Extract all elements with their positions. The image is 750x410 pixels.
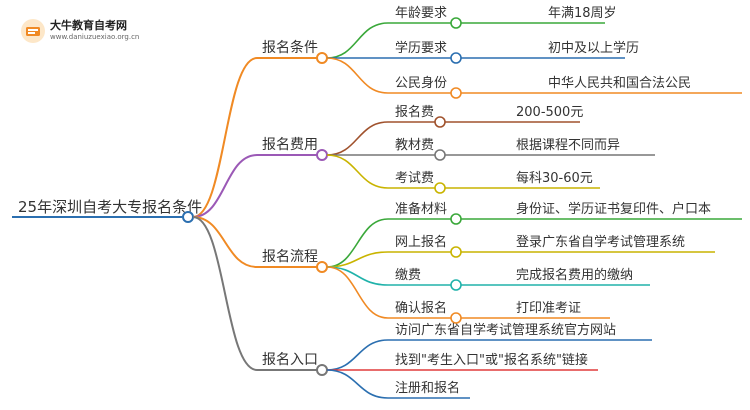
branch-node <box>316 261 328 273</box>
child-label: 缴费 <box>395 268 421 283</box>
child-connector <box>326 22 389 59</box>
branch-node <box>316 149 328 161</box>
logo: 大牛教育自考网 www.daniuzuexiao.org.cn <box>14 14 154 54</box>
branch-connector <box>192 154 258 218</box>
child-node <box>450 52 462 64</box>
branch-label: 报名条件 <box>262 39 318 56</box>
branch-connector <box>192 216 258 268</box>
branch-label: 报名入口 <box>262 352 318 368</box>
logo-title: 大牛教育自考网 <box>50 19 127 32</box>
value-label: 打印准考证 <box>516 301 581 316</box>
child-connector <box>326 57 389 94</box>
child-label: 准备材料 <box>395 201 447 217</box>
child-label: 注册和报名 <box>395 380 460 396</box>
child-label: 确认报名 <box>395 300 447 316</box>
child-connector <box>326 218 389 268</box>
value-label: 登录广东省自学考试管理系统 <box>516 234 685 250</box>
child-label: 访问广东省自学考试管理系统官方网站 <box>395 322 616 338</box>
value-label: 根据课程不同而异 <box>516 138 620 153</box>
logo-url: www.daniuzuexiao.org.cn <box>50 33 140 41</box>
child-label: 学历要求 <box>395 40 447 56</box>
child-node <box>450 279 462 291</box>
branch-label: 报名流程 <box>262 249 318 265</box>
value-label: 每科30-60元 <box>516 170 593 186</box>
value-label: 完成报名费用的缴纳 <box>516 267 633 283</box>
child-connector <box>326 339 389 371</box>
child-label: 考试费 <box>395 171 434 186</box>
child-connector <box>326 251 389 268</box>
branch-node <box>316 52 328 64</box>
branch-connector <box>192 57 258 218</box>
child-label: 找到"考生入口"或"报名系统"链接 <box>395 352 588 368</box>
value-label: 200-500元 <box>516 105 583 120</box>
child-node <box>434 116 446 128</box>
value-label: 身份证、学历证书复印件、户口本 <box>516 201 711 217</box>
child-connector <box>326 369 389 399</box>
child-connector <box>326 266 389 319</box>
child-label: 报名费 <box>395 104 434 120</box>
child-connector <box>326 266 389 286</box>
child-connector <box>326 121 389 156</box>
child-node <box>450 17 462 29</box>
child-node <box>450 246 462 258</box>
child-label: 网上报名 <box>395 234 447 250</box>
logo-icon <box>21 19 45 43</box>
branch-label: 报名费用 <box>262 137 318 153</box>
child-label: 年龄要求 <box>395 6 447 21</box>
child-node <box>434 182 446 194</box>
child-node <box>434 149 446 161</box>
root-node <box>182 211 194 223</box>
child-label: 教材费 <box>395 137 434 153</box>
child-node <box>450 87 462 99</box>
value-label: 初中及以上学历 <box>548 40 639 56</box>
branch-connector <box>192 216 258 371</box>
branch-node <box>316 364 328 376</box>
child-label: 公民身份 <box>395 75 447 91</box>
child-node <box>450 213 462 225</box>
root-label: 25年深圳自考大专报名条件 <box>18 198 202 216</box>
value-label: 中华人民共和国合法公民 <box>548 76 691 91</box>
value-label: 年满18周岁 <box>548 6 617 21</box>
child-node <box>450 312 462 324</box>
child-connector <box>326 154 389 189</box>
